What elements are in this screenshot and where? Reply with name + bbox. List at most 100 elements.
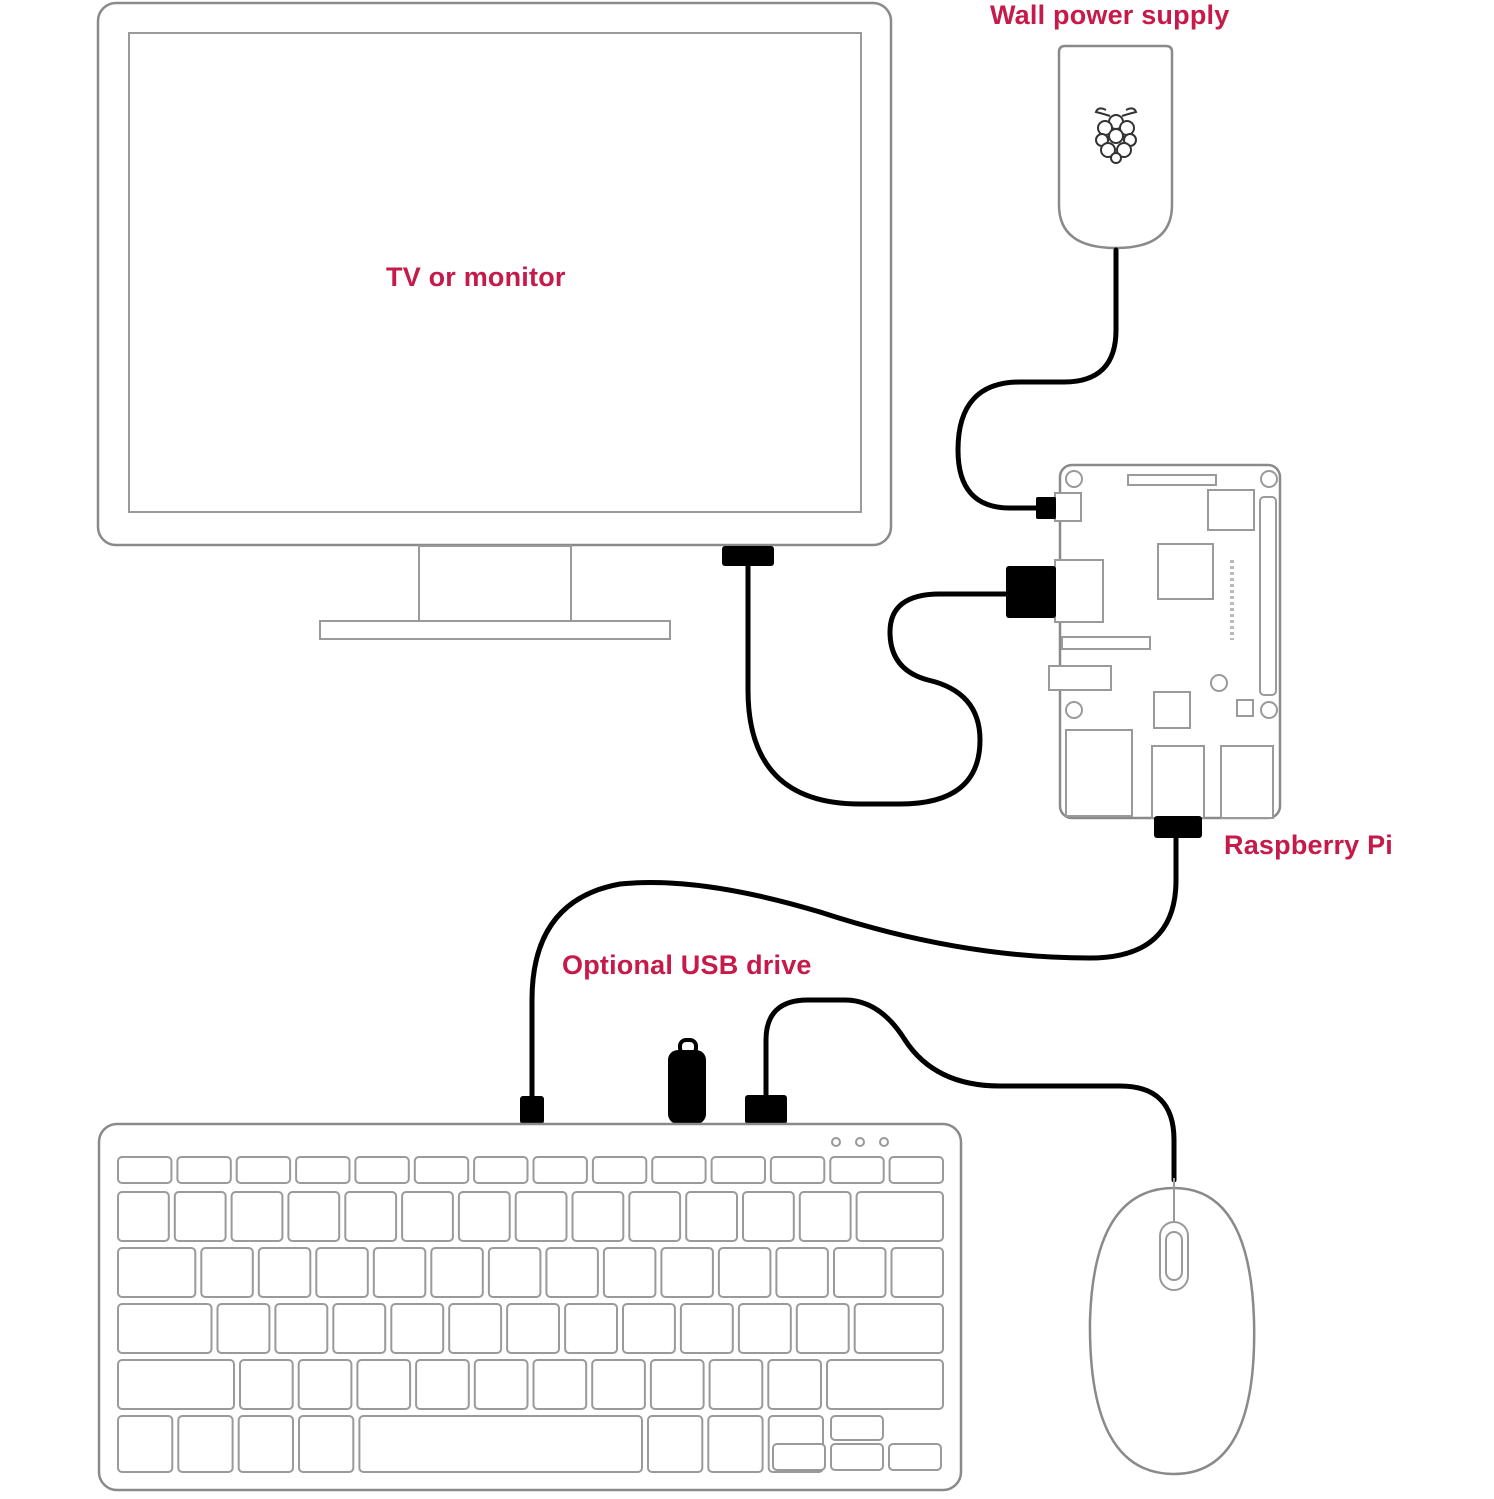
monitor-hdmi-plug [722, 546, 774, 566]
keyboard-key [888, 1156, 944, 1184]
keyboard [97, 1122, 963, 1492]
keyboard-key [532, 1359, 588, 1410]
monitor-screen [128, 32, 862, 513]
keyboard-key [413, 1156, 470, 1184]
keyboard-key [487, 1247, 542, 1298]
pi-chip-usb-controller [1153, 691, 1191, 729]
keyboard-key [890, 1247, 944, 1298]
keyboard-key [287, 1191, 341, 1242]
keyboard-key [660, 1247, 714, 1298]
keyboard-key [473, 1359, 529, 1410]
monitor-base [319, 620, 671, 640]
power-supply-body [1057, 44, 1174, 250]
keyboard-key [798, 1191, 852, 1242]
mouse-body [1088, 1186, 1256, 1476]
raspberry-logo-icon [1094, 107, 1138, 164]
keyboard-key [628, 1191, 682, 1242]
pi-hdmi-port [1054, 559, 1104, 623]
keyboard-key [737, 1303, 792, 1354]
keyboard-key [295, 1156, 351, 1184]
keyboard-key [651, 1156, 707, 1184]
keyboard-indicator-led-2 [855, 1137, 865, 1147]
keyboard-key [855, 1191, 944, 1242]
keyboard-key [117, 1359, 235, 1410]
keyboard-usb-cable [529, 835, 1179, 1101]
keyboard-key [649, 1359, 705, 1410]
keyboard-key [274, 1303, 329, 1354]
pi-hdmi-plug [1006, 566, 1056, 618]
pi-audio-block [1048, 665, 1112, 691]
keyboard-key [829, 1156, 885, 1184]
power-cable [955, 247, 1119, 511]
usb-drive-body [668, 1050, 706, 1124]
pi-mount-hole-br [1260, 701, 1278, 719]
hdmi-cable [745, 563, 1011, 807]
keyboard-arrow-key [830, 1443, 884, 1471]
keyboard-key [390, 1303, 445, 1354]
pi-gpio-header [1259, 496, 1277, 696]
keyboard-key [230, 1191, 284, 1242]
keyboard-key [173, 1191, 227, 1242]
keyboard-key [332, 1303, 387, 1354]
keyboard-key [545, 1247, 599, 1298]
keyboard-key [707, 1415, 764, 1473]
keyboard-key [767, 1359, 822, 1410]
keyboard-key [708, 1359, 764, 1410]
pi-usb-port-2 [1220, 745, 1274, 819]
keyboard-key [717, 1247, 772, 1298]
keyboard-key [117, 1191, 170, 1242]
keyboard-key [591, 1156, 648, 1184]
keyboard-key [564, 1303, 618, 1354]
keyboard-key [237, 1415, 294, 1473]
keyboard-key [775, 1247, 829, 1298]
monitor-label: TV or monitor [386, 262, 566, 292]
keyboard-key [795, 1303, 850, 1354]
keyboard-key [401, 1191, 454, 1242]
keyboard-key [372, 1247, 427, 1298]
usb-drive [668, 1038, 706, 1124]
keyboard-key [571, 1191, 625, 1242]
keyboard-key [506, 1303, 561, 1354]
keyboard-key [344, 1191, 398, 1242]
keyboard-key [298, 1415, 355, 1473]
keyboard-key [235, 1156, 292, 1184]
pi-board-logo-icon [1210, 674, 1228, 692]
keyboard-key [117, 1156, 173, 1184]
power-cable-plug [1036, 497, 1056, 519]
keyboard-key [415, 1359, 470, 1410]
keyboard-key [769, 1156, 826, 1184]
keyboard-key [356, 1359, 412, 1410]
keyboard-key [514, 1191, 568, 1242]
keyboard-key [602, 1247, 657, 1298]
pi-mount-hole-tl [1065, 470, 1083, 488]
keyboard-key [679, 1303, 734, 1354]
keyboard-key [216, 1303, 271, 1354]
keyboard-arrow-key [772, 1443, 826, 1471]
mouse [1088, 1178, 1256, 1476]
pi-mount-hole-bl [1065, 701, 1083, 719]
power-supply-label: Wall power supply [990, 0, 1230, 30]
raspberry-pi-label: Raspberry Pi [1224, 830, 1393, 860]
keyboard-cable-plug [520, 1096, 544, 1124]
keyboard-key [591, 1359, 646, 1410]
pi-chip-small [1207, 489, 1255, 531]
keyboard-key [177, 1415, 234, 1473]
keyboard-key [176, 1156, 232, 1184]
pi-ethernet-port [1065, 729, 1133, 817]
wall-power-supply [1057, 44, 1174, 250]
keyboard-key [710, 1156, 766, 1184]
monitor-neck [418, 545, 572, 622]
keyboard-key [647, 1415, 704, 1473]
keyboard-key [200, 1247, 254, 1298]
pi-usb-plug [1154, 816, 1202, 838]
keyboard-key [826, 1359, 944, 1410]
keyboard-key [239, 1359, 294, 1410]
keyboard-arrow-key [830, 1415, 884, 1441]
keyboard-key [257, 1247, 312, 1298]
keyboard-key [833, 1247, 887, 1298]
keyboard-key [448, 1303, 503, 1354]
keyboard-key [742, 1191, 795, 1242]
raspberry-pi-board [1048, 463, 1282, 820]
